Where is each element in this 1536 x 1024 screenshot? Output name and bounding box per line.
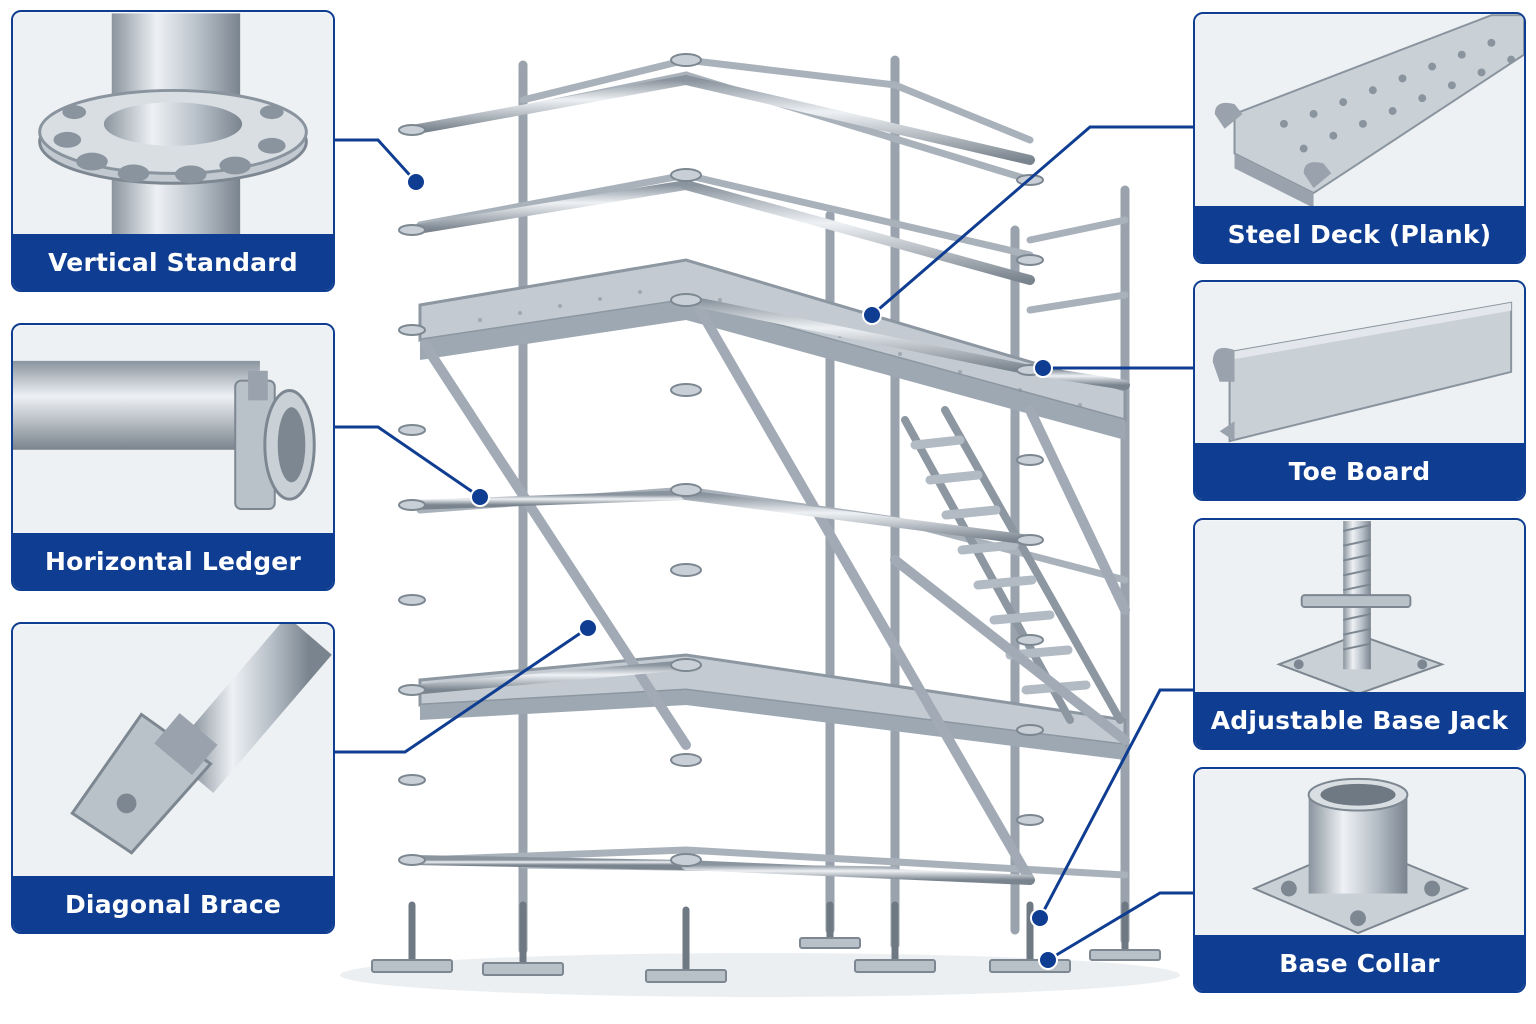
label-horizontal-ledger: Horizontal Ledger [13, 533, 333, 589]
callout-lines [335, 125, 1193, 962]
callout-dot-toe-board [1033, 358, 1053, 378]
card-vertical-standard: Vertical Standard [11, 10, 335, 292]
vertical-standard-image [13, 13, 333, 237]
lower-deck-edge [420, 690, 1125, 760]
upper-deck-edge [420, 300, 1125, 440]
label-diagonal-brace: Diagonal Brace [13, 876, 333, 932]
base-jacks [371, 901, 1161, 983]
diagonal-brace-image [13, 624, 333, 879]
card-base-jack: Adjustable Base Jack [1193, 518, 1526, 750]
rosettes [398, 53, 1044, 867]
base-collar-image [1195, 770, 1524, 938]
card-diagonal-brace: Diagonal Brace [11, 622, 335, 934]
card-steel-deck: Steel Deck (Plank) [1193, 12, 1526, 264]
callout-dot-steel-deck [862, 305, 882, 325]
callout-dot-diagonal-brace [578, 618, 598, 638]
front-ledgers [407, 75, 1130, 885]
callout-dot-horizontal-ledger [470, 487, 490, 507]
callout-dot-base-collar [1038, 950, 1058, 970]
label-steel-deck: Steel Deck (Plank) [1195, 206, 1524, 262]
diagonal-braces [420, 305, 1130, 885]
card-base-collar: Base Collar [1193, 767, 1526, 993]
base-jack-image [1195, 521, 1524, 696]
label-base-jack: Adjustable Base Jack [1195, 692, 1524, 748]
label-toe-board: Toe Board [1195, 443, 1524, 499]
card-horizontal-ledger: Horizontal Ledger [11, 323, 335, 591]
toe-board-image [1195, 282, 1524, 447]
horizontal-ledger-image [13, 326, 333, 536]
label-vertical-standard: Vertical Standard [13, 234, 333, 290]
card-toe-board: Toe Board [1193, 280, 1526, 501]
scaffold-structure [340, 13, 1180, 997]
label-base-collar: Base Collar [1195, 935, 1524, 991]
callout-dot-base-jack [1030, 908, 1050, 928]
callout-dot-vertical-standard [406, 172, 426, 192]
callout-dots [406, 172, 1058, 970]
steel-deck-image [1195, 14, 1524, 209]
